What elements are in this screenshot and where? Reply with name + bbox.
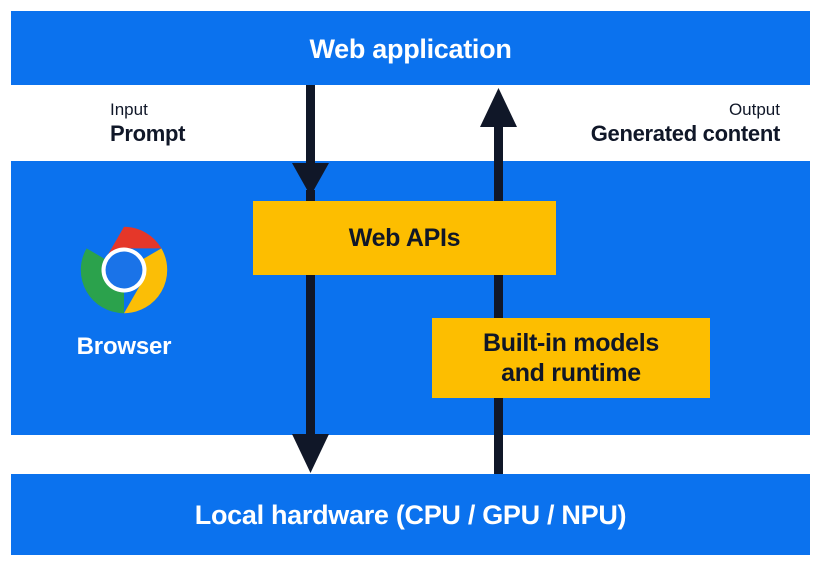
annotation-output-value: Generated content <box>590 121 781 147</box>
band-local-hardware-label: Local hardware (CPU / GPU / NPU) <box>194 500 627 530</box>
annotation-input: Input Prompt <box>110 99 186 148</box>
band-browser-label: Browser <box>76 333 172 360</box>
annotation-output: Output Generated content <box>590 99 781 148</box>
box-builtin-models-label: Built-in models and runtime <box>482 328 660 388</box>
annotation-input-value: Prompt <box>110 121 186 147</box>
box-builtin-models[interactable]: Built-in models and runtime <box>432 318 710 398</box>
box-web-apis-label: Web APIs <box>348 223 461 252</box>
box-web-apis[interactable]: Web APIs <box>253 201 556 275</box>
band-local-hardware: Local hardware (CPU / GPU / NPU) <box>11 474 810 555</box>
band-web-application: Web application <box>11 11 810 85</box>
band-web-application-label: Web application <box>309 34 512 64</box>
annotation-output-kind: Output <box>728 100 780 119</box>
chrome-icon <box>80 226 168 314</box>
annotation-input-kind: Input <box>110 100 148 119</box>
browser-identity-group: Browser <box>57 225 191 380</box>
